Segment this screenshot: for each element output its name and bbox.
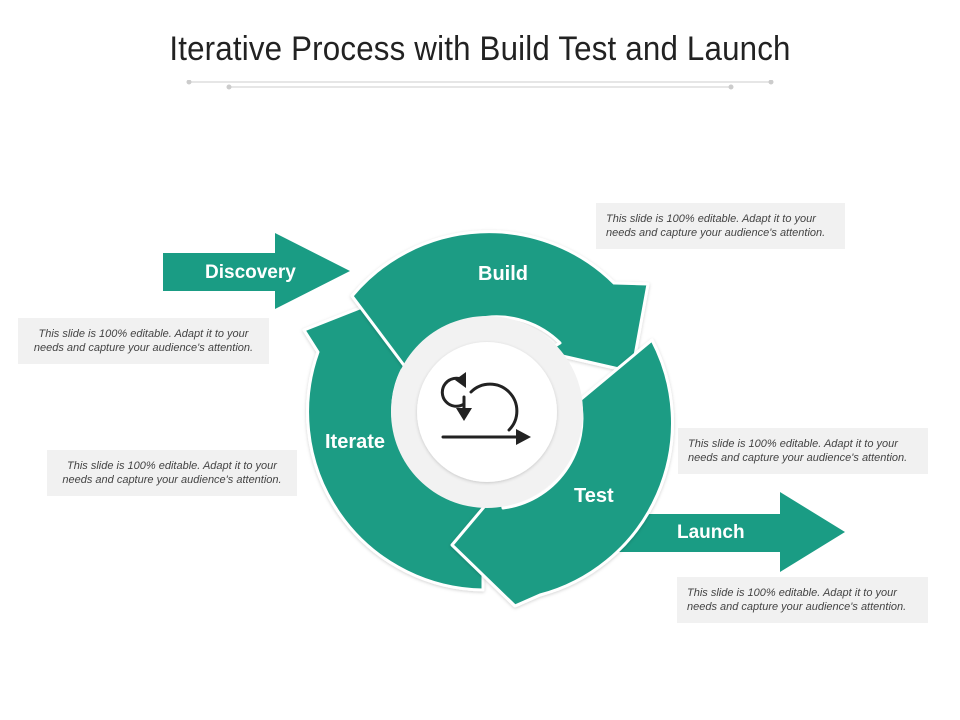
test-arrow-segment [450, 338, 674, 608]
iteration-loop-arrow-icon [440, 372, 531, 445]
launch-label: Launch [677, 522, 745, 543]
discovery-note: This slide is 100% editable. Adapt it to… [18, 318, 269, 364]
page-title: Iterative Process with Build Test and La… [169, 30, 791, 68]
iterate-note: This slide is 100% editable. Adapt it to… [47, 450, 297, 496]
launch-arrow [560, 492, 845, 572]
test-label: Test [574, 485, 614, 507]
build-label: Build [478, 263, 528, 285]
build-note: This slide is 100% editable. Adapt it to… [596, 203, 845, 249]
discovery-arrow [163, 233, 350, 309]
launch-note: This slide is 100% editable. Adapt it to… [677, 577, 928, 623]
test-note: This slide is 100% editable. Adapt it to… [678, 428, 928, 474]
discovery-label: Discovery [205, 262, 296, 283]
title-divider [186, 80, 774, 90]
iterate-label: Iterate [325, 431, 386, 453]
center-circle-inner [417, 342, 557, 482]
